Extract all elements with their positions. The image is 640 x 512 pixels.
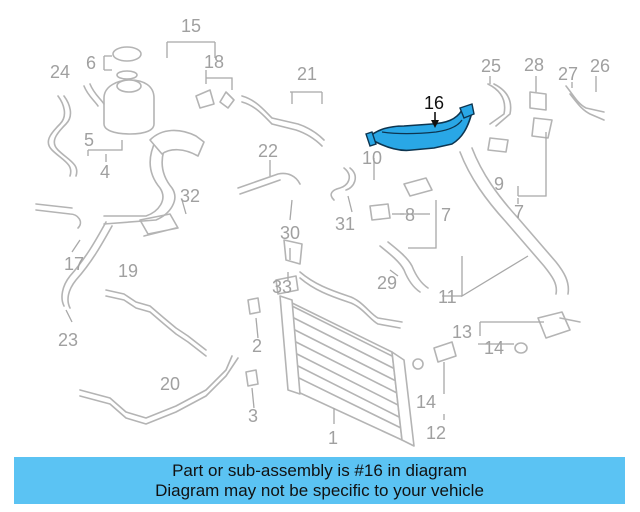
- info-banner: Part or sub-assembly is #16 in diagram D…: [14, 457, 625, 504]
- callout-19: 19: [118, 261, 138, 281]
- callout-21: 21: [297, 64, 317, 84]
- reservoir: [103, 46, 155, 135]
- small-parts: [245, 137, 528, 387]
- callout-9: 9: [494, 174, 504, 194]
- callout-10: 10: [362, 148, 382, 168]
- radiator: [279, 295, 415, 447]
- callout-17: 17: [64, 254, 84, 274]
- callout-31: 31: [335, 214, 355, 234]
- callout-33: 33: [272, 277, 292, 297]
- callout-28: 28: [524, 55, 544, 75]
- callout-6: 6: [86, 53, 96, 73]
- pipes-center: [79, 89, 403, 425]
- callout-1: 1: [328, 428, 338, 448]
- callout-16: 16: [424, 93, 444, 113]
- callout-27: 27: [558, 64, 578, 84]
- banner-line-1: Part or sub-assembly is #16 in diagram: [172, 461, 467, 480]
- callout-20: 20: [160, 374, 180, 394]
- banner-line-2: Diagram may not be specific to your vehi…: [155, 481, 484, 500]
- hoses-left: [35, 83, 205, 309]
- callout-29: 29: [377, 273, 397, 293]
- hoses-right: [459, 83, 605, 339]
- callout-12: 12: [426, 423, 446, 443]
- callout-24: 24: [50, 62, 70, 82]
- callout-7b: 7: [514, 202, 524, 222]
- callout-13: 13: [452, 322, 472, 342]
- callout-18: 18: [204, 52, 224, 72]
- parts-diagram: 15 6 18 24 21 5 4 16 25 28 27 26 22 10 9…: [35, 16, 610, 448]
- callout-32: 32: [180, 186, 200, 206]
- callout-5: 5: [84, 130, 94, 150]
- callout-3: 3: [248, 406, 258, 426]
- callout-26: 26: [590, 56, 610, 76]
- callout-30: 30: [280, 223, 300, 243]
- callout-14b: 14: [416, 392, 436, 412]
- callout-11: 11: [438, 287, 457, 307]
- callout-15: 15: [181, 16, 201, 36]
- hose-16: [365, 103, 475, 152]
- callout-8: 8: [405, 205, 415, 225]
- callout-23: 23: [58, 330, 78, 350]
- callout-25: 25: [481, 56, 501, 76]
- callout-labels: 15 6 18 24 21 5 4 16 25 28 27 26 22 10 9…: [50, 16, 610, 448]
- callout-7a: 7: [441, 205, 451, 225]
- leader-lines: [65, 41, 597, 424]
- callout-14a: 14: [484, 338, 504, 358]
- callout-22: 22: [258, 141, 278, 161]
- callout-2: 2: [252, 336, 262, 356]
- callout-4: 4: [100, 162, 110, 182]
